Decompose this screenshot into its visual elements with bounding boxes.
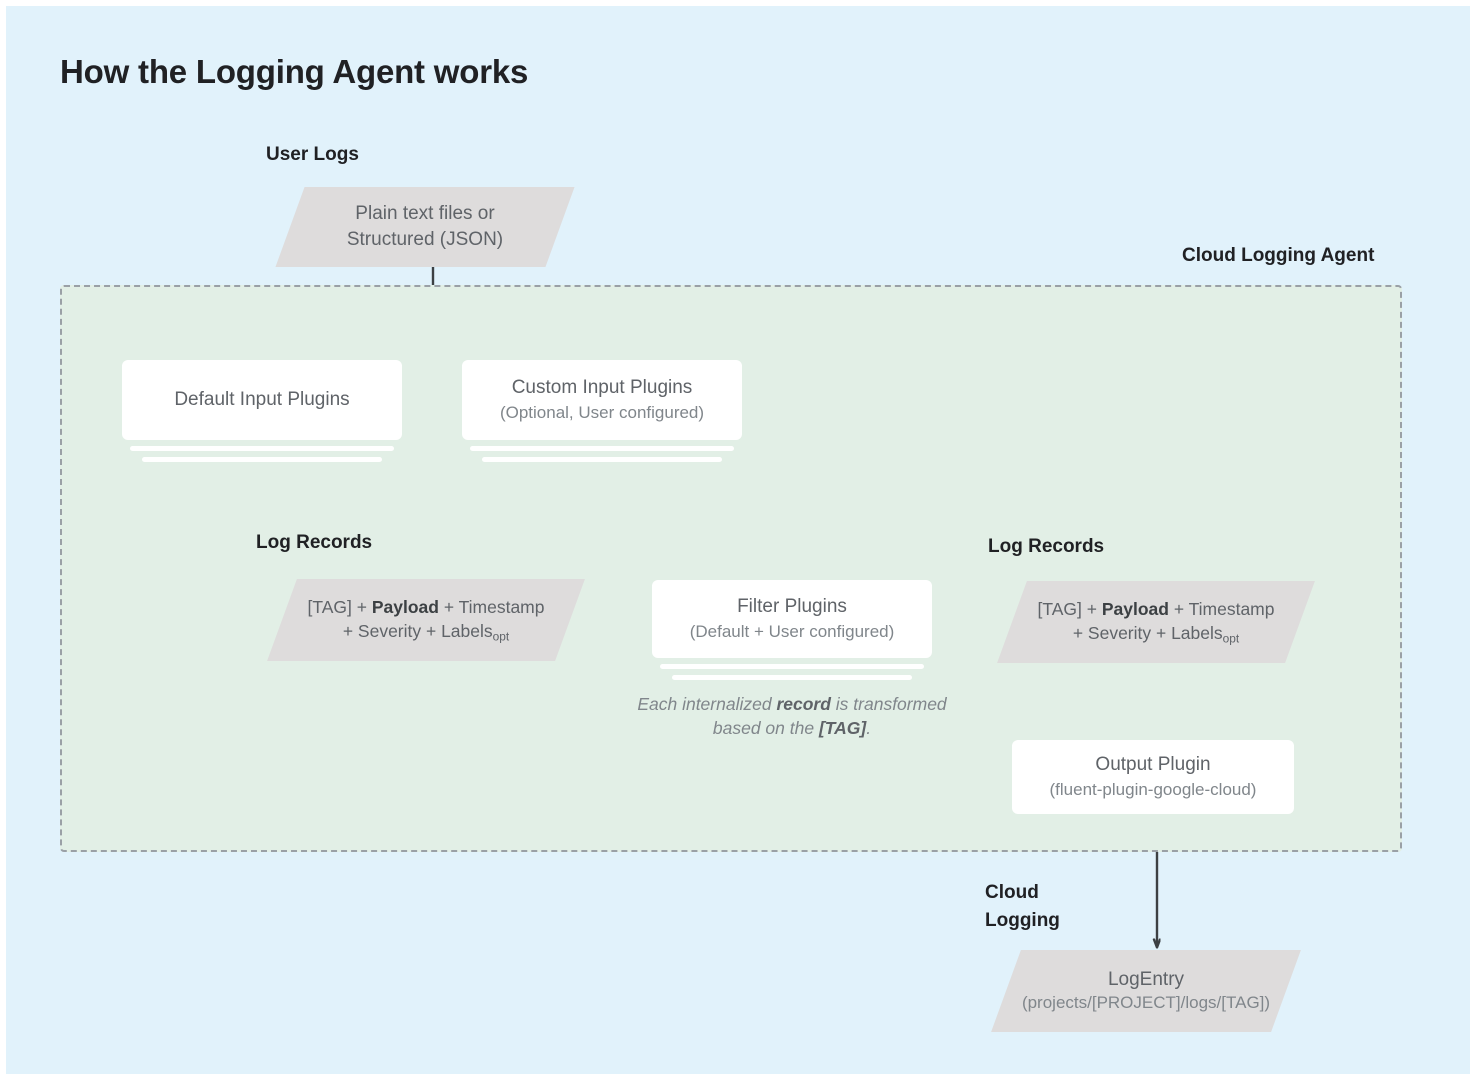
page-title: How the Logging Agent works (60, 53, 529, 90)
log-record-right-payload: Payload (1101, 598, 1169, 619)
custom-input-plugins-subtitle: (Optional, User configured) (499, 403, 705, 423)
log-record-right-tag: [TAG] + (1037, 598, 1102, 619)
filter-plugins-title: Filter Plugins (737, 595, 847, 617)
caption-part-5: . (866, 717, 872, 738)
filter-plugins-stack-1 (660, 664, 924, 669)
log-record-left-payload: Payload (371, 596, 439, 617)
node-default-input-plugins[interactable]: Default Input Plugins (122, 360, 402, 440)
label-log-records-left: Log Records (256, 532, 373, 553)
label-user-logs: User Logs (266, 144, 359, 165)
log-entry-path: (projects/[PROJECT]/logs/[TAG]) (1021, 993, 1271, 1013)
output-plugin-title: Output Plugin (1095, 753, 1211, 775)
log-record-right-rest: + Timestamp (1168, 598, 1275, 619)
node-custom-input-plugins[interactable]: Custom Input Plugins (Optional, User con… (462, 360, 742, 440)
label-cloud-logging-agent: Cloud Logging Agent (1182, 245, 1375, 266)
node-log-record-right: [TAG] + Payload + Timestamp + Severity +… (997, 581, 1315, 663)
node-log-record-left: [TAG] + Payload + Timestamp + Severity +… (267, 579, 585, 661)
node-user-logs-source: Plain text files or Structured (JSON) (275, 187, 575, 267)
log-record-left-tag: [TAG] + (307, 596, 372, 617)
user-logs-line2: Structured (JSON) (346, 229, 504, 250)
log-record-left-rest: + Timestamp (438, 596, 545, 617)
log-record-right-line2: + Severity + Labelsopt (1073, 622, 1239, 646)
log-record-left-line1: [TAG] + Payload + Timestamp (308, 596, 545, 620)
label-log-records-right: Log Records (988, 536, 1105, 557)
log-record-right-line1: [TAG] + Payload + Timestamp (1038, 598, 1275, 622)
node-filter-plugins[interactable]: Filter Plugins (Default + User configure… (652, 580, 932, 658)
frame-bottom (0, 1074, 1476, 1080)
log-record-left-line2-sub: opt (492, 628, 510, 643)
log-record-right-line2-prefix: + Severity + Labels (1072, 622, 1223, 643)
default-input-plugins-stack-2 (142, 457, 382, 462)
node-output-plugin[interactable]: Output Plugin (fluent-plugin-google-clou… (1012, 740, 1294, 814)
frame-right (1470, 0, 1476, 1080)
default-input-plugins-stack-1 (130, 446, 394, 451)
user-logs-line1: Plain text files or (355, 203, 495, 225)
log-record-right-line2-sub: opt (1222, 630, 1240, 645)
caption-part-tag: [TAG] (818, 717, 867, 738)
label-cloud-logging-line1: Cloud (985, 882, 1039, 903)
custom-input-plugins-stack-2 (482, 457, 722, 462)
log-record-left-line2: + Severity + Labelsopt (343, 620, 509, 644)
output-plugin-subtitle: (fluent-plugin-google-cloud) (1049, 780, 1257, 800)
custom-input-plugins-stack-1 (470, 446, 734, 451)
log-entry-title: LogEntry (1107, 968, 1185, 990)
caption-transform-note: Each internalized record is transformed … (632, 693, 952, 740)
filter-plugins-subtitle: (Default + User configured) (689, 622, 895, 642)
label-cloud-logging-line2: Logging (985, 909, 1060, 931)
default-input-plugins-title: Default Input Plugins (174, 388, 350, 410)
frame-left (0, 0, 6, 1080)
caption-part-record: record (776, 694, 831, 714)
frame-top (0, 0, 1476, 6)
node-log-entry: LogEntry (projects/[PROJECT]/logs/[TAG]) (991, 950, 1301, 1032)
custom-input-plugins-title: Custom Input Plugins (511, 376, 693, 398)
caption-part-1: Each internalized (637, 694, 777, 714)
caption-part-3: is transformed based on the (712, 694, 947, 738)
log-record-left-line2-prefix: + Severity + Labels (342, 620, 493, 641)
filter-plugins-stack-2 (672, 675, 912, 680)
